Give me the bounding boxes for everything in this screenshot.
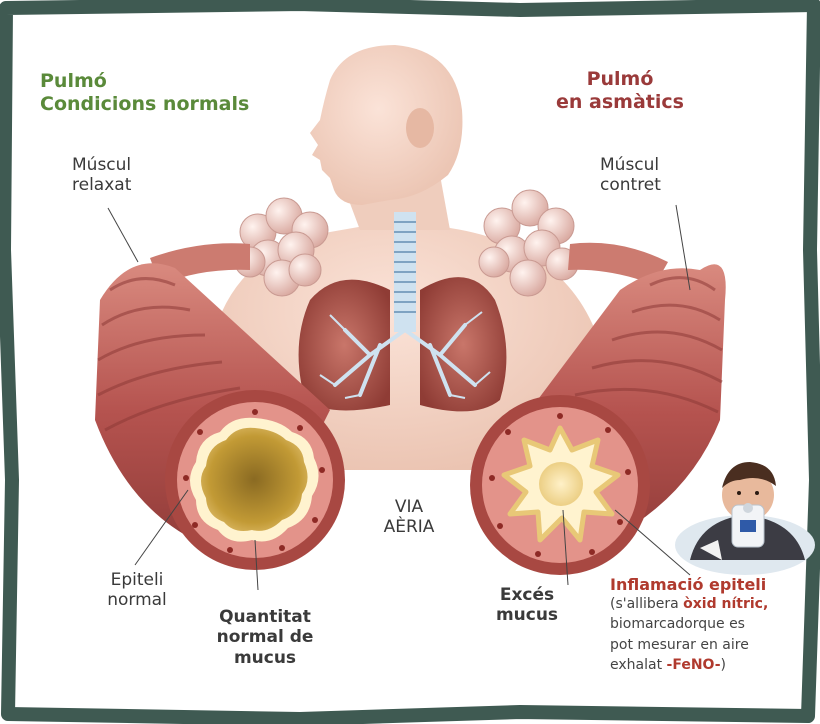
left-mucus-label: Quantitat normal de mucus [210,607,320,668]
left-title-line1: Pulmó [40,70,249,93]
left-mucus-line2: normal de [210,627,320,647]
left-lung [299,280,390,411]
right-title-line2: en asmàtics [540,91,700,114]
left-epithelium-line2: normal [92,590,182,610]
child-photo [675,462,815,575]
note-highlight: òxid nítric, [683,596,768,612]
head [310,45,462,205]
left-mucus-line3: mucus [210,648,320,668]
right-title-line1: Pulmó [540,68,700,91]
right-excess-label: Excés mucus [485,585,569,626]
ear [406,108,434,148]
note-open: (s'allibera [610,596,683,612]
inflammation-note-line4: exhalat -FeNO-) [610,655,768,675]
left-mucus-line1: Quantitat [210,607,320,627]
note-line4-pre: exhalat [610,657,667,673]
left-muscle-line1: Múscul [72,155,131,175]
left-title-line2: Condicions normals [40,93,249,116]
left-epithelium-line1: Epiteli [92,570,182,590]
airway-label: VIA AÈRIA [372,497,446,538]
right-mucus-lumen [539,462,583,506]
left-muscle-line2: relaxat [72,175,131,195]
inflammation-block: Inflamació epiteli (s'allibera òxid nítr… [610,575,768,675]
note-line4-post: ) [721,657,726,673]
inflammation-note-line1: (s'allibera òxid nítric, [610,594,768,614]
left-epithelium-label: Epiteli normal [92,570,182,611]
inflammation-note-line2: biomarcadorque es [610,614,768,634]
inflammation-note-line3: pot mesurar en aire [610,635,768,655]
left-title: Pulmó Condicions normals [40,70,249,116]
right-excess-line2: mucus [485,605,569,625]
note-line4-bold: -FeNO- [667,657,721,673]
airway-line2: AÈRIA [372,517,446,537]
left-muscle-label: Múscul relaxat [72,155,131,196]
right-muscle-label: Múscul contret [600,155,661,196]
airway-line1: VIA [372,497,446,517]
right-muscle-line2: contret [600,175,661,195]
inflammation-title: Inflamació epiteli [610,575,768,594]
right-excess-line1: Excés [485,585,569,605]
right-muscle-line1: Múscul [600,155,661,175]
right-title: Pulmó en asmàtics [540,68,700,114]
